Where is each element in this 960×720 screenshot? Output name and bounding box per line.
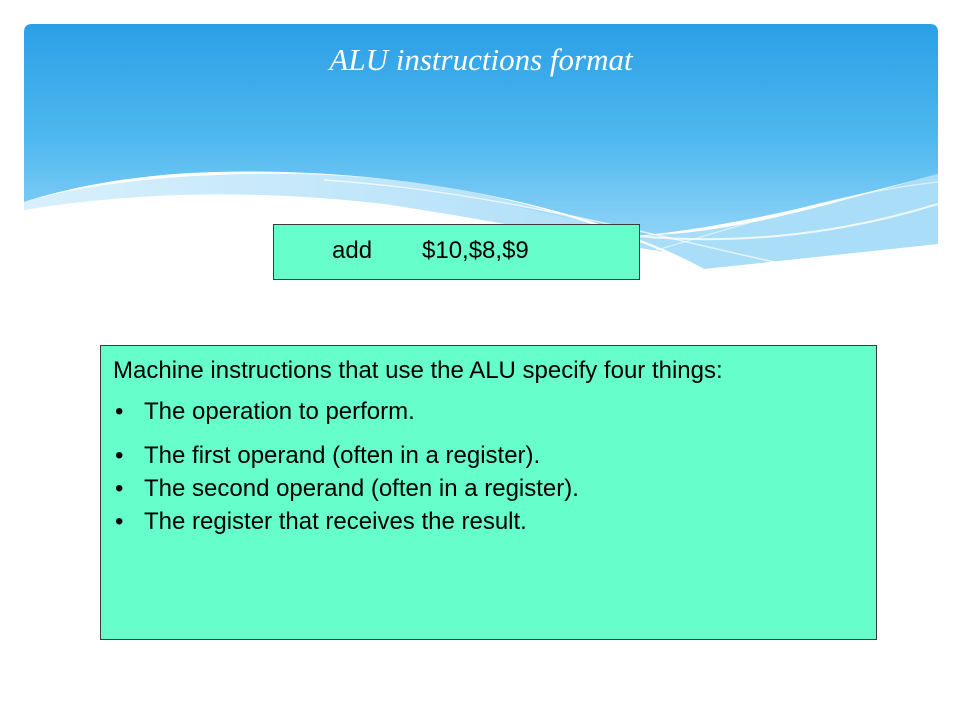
description-intro: Machine instructions that use the ALU sp… — [113, 357, 723, 384]
bullet-text: The second operand (often in a register)… — [144, 475, 579, 502]
bullet-icon: • — [115, 442, 124, 469]
list-item: • The operation to perform. — [113, 398, 862, 426]
list-item: • The second operand (often in a register… — [113, 475, 862, 503]
list-item: • The first operand (often in a register)… — [113, 442, 862, 470]
bullet-text: The operation to perform. — [144, 398, 415, 425]
bullet-icon: • — [115, 508, 124, 535]
bullet-icon: • — [115, 398, 124, 425]
instruction-opcode: add — [332, 237, 373, 264]
instruction-operands: $10,$8,$9 — [422, 237, 529, 264]
description-box: Machine instructions that use the ALU sp… — [100, 345, 877, 640]
list-item: • The register that receives the result. — [113, 508, 862, 536]
slide-title: ALU instructions format — [329, 42, 633, 77]
bullet-text: The first operand (often in a register). — [144, 442, 541, 469]
instruction-example-box: add $10,$8,$9 — [273, 224, 640, 280]
bullet-icon: • — [115, 475, 124, 502]
bullet-text: The register that receives the result. — [144, 508, 527, 535]
description-bullet-list: • The operation to perform. • The first op… — [113, 398, 862, 536]
